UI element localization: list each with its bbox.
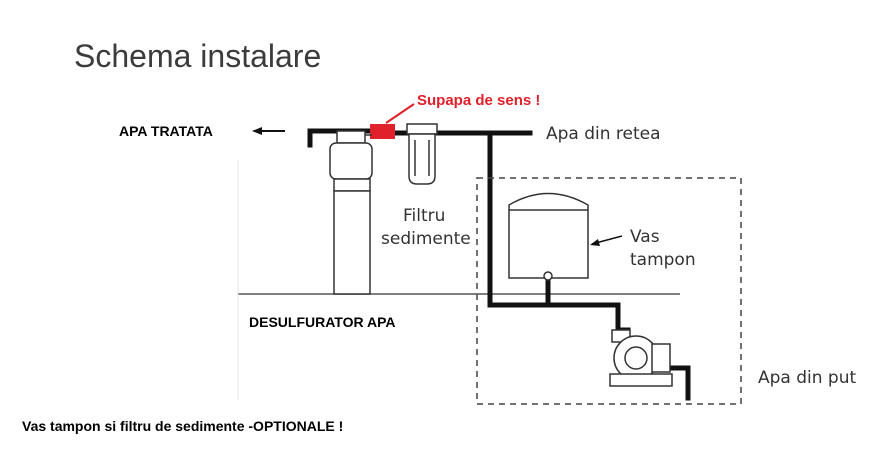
valve-pointer: [385, 103, 415, 124]
optional-dashed-box: [476, 177, 742, 405]
check-valve-icon: [370, 124, 395, 139]
treated-water-label: APA TRATATA: [119, 123, 213, 139]
buffer-label-line2: tampon: [630, 250, 696, 270]
tank-icon: [508, 192, 589, 281]
check-valve-label: Supapa de sens !: [417, 92, 541, 109]
optional-note: Vas tampon si filtru de sedimente -OPTIO…: [22, 418, 344, 434]
buffer-label-line1: Vas: [630, 227, 660, 247]
filter-icon: [406, 123, 438, 185]
tank-pointer-arrow: [590, 235, 623, 246]
arrow-left-icon: [252, 127, 285, 135]
mains-water-label: Apa din retea: [546, 124, 661, 144]
page-title: Schema instalare: [74, 38, 322, 74]
filter-label-line1: Filtru: [403, 206, 446, 226]
desulfurator-icon: [329, 130, 373, 295]
pump-icon: [609, 329, 673, 387]
mains-water-text: Apa din retea: [546, 124, 661, 144]
desulfurator-label: DESULFURATOR APA: [249, 314, 396, 330]
filter-label-line2: sedimente: [381, 229, 471, 249]
well-water-label: Apa din put: [758, 368, 857, 388]
